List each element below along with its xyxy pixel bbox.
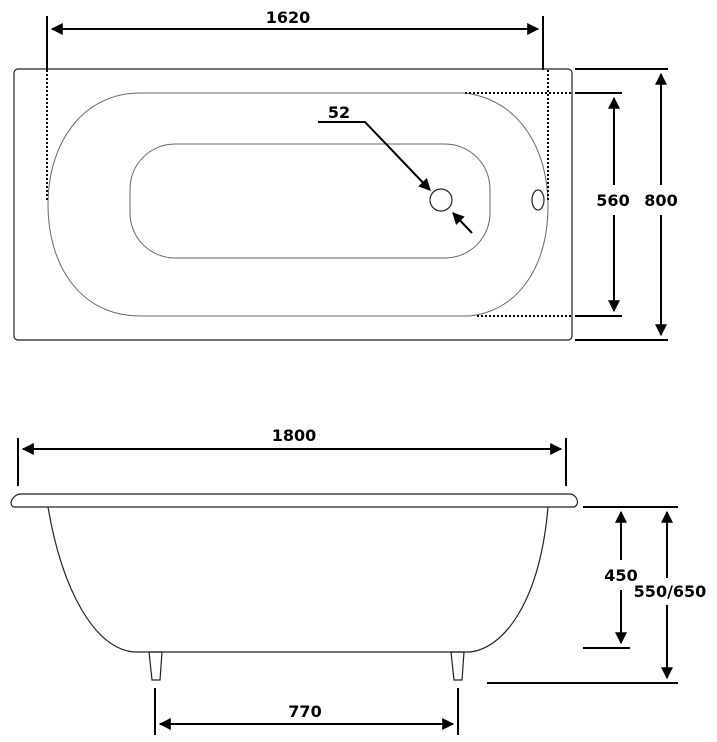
overflow-hole — [531, 189, 545, 211]
tub-outline-top — [13, 68, 573, 341]
leg-left — [148, 651, 163, 681]
dim-label-800: 800 — [644, 191, 677, 210]
dim-label-770: 770 — [288, 702, 321, 721]
top-view: 1620 52 560 800 — [13, 8, 678, 341]
side-view: 1800 450 550/650 770 — [10, 426, 707, 735]
leg-right — [450, 651, 465, 681]
dim-label-52: 52 — [328, 103, 350, 122]
basin-bottom-outline — [129, 143, 491, 259]
dim-label-1800: 1800 — [272, 426, 317, 445]
tub-body — [47, 506, 549, 653]
basin-outline — [47, 92, 549, 317]
dim-label-450: 450 — [604, 566, 637, 585]
drain-hole — [429, 188, 453, 212]
dim-label-560: 560 — [596, 191, 629, 210]
tub-rim — [10, 493, 579, 508]
dim-leader-52 — [318, 121, 431, 191]
dim-label-550-650: 550/650 — [634, 582, 707, 601]
dim-label-1620: 1620 — [266, 8, 311, 27]
dim-arrow-52 — [452, 212, 473, 234]
